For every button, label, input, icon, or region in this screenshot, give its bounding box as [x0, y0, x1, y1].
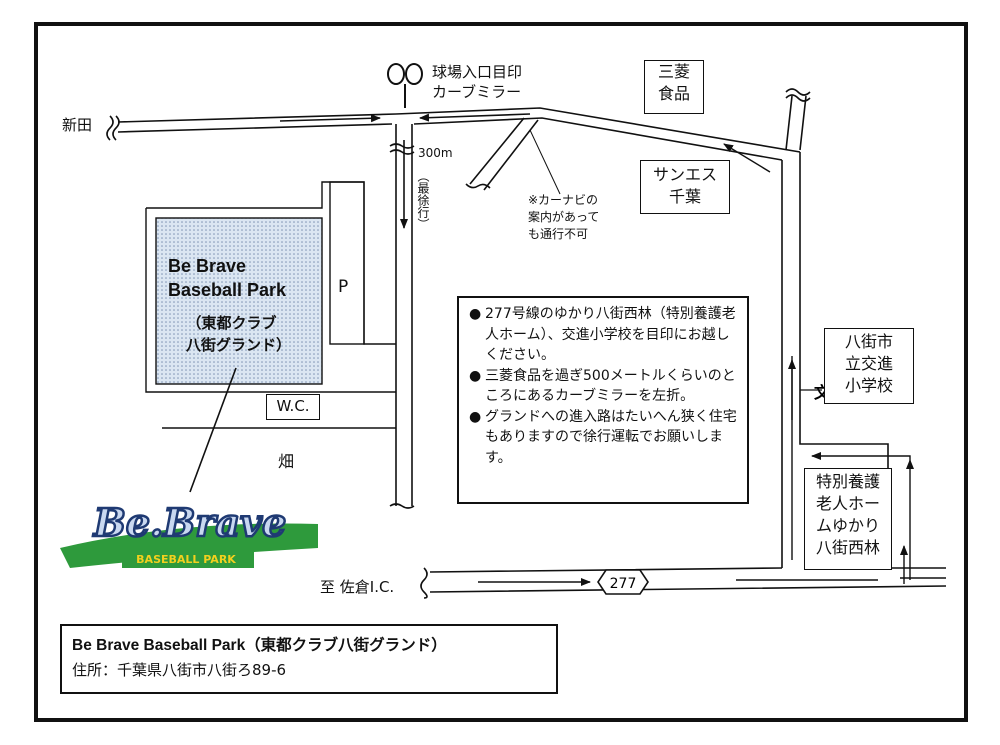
sanesu-line2: 千葉 [668, 187, 701, 206]
label-shinden: 新田 [62, 116, 93, 134]
park-subtitle: （東都クラブ 八街グランド） [172, 312, 291, 356]
school-line3: 小学校 [844, 376, 893, 395]
field-label: 畑 [278, 452, 295, 471]
nursing-line3: ムゆかり [815, 516, 880, 535]
arrow-nw [723, 143, 771, 173]
label-slow-drive: （最徐行） [416, 170, 430, 230]
note-text-2: 三菱食品を過ぎ500メートルくらいのところにあるカーブミラーを左折。 [485, 367, 736, 405]
note-pointer [529, 129, 561, 195]
nursing-line4: 八街西林 [815, 538, 880, 557]
curve-mirror-icon [387, 63, 423, 108]
svg-text:277: 277 [610, 576, 637, 592]
arrow-west [419, 113, 531, 122]
wc-label: W.C. [266, 394, 320, 420]
nursing-line2: 老人ホー [815, 494, 880, 513]
bullet-icon: ● [469, 408, 482, 425]
label-curve-mirror: 球場入口目印 カーブミラー [432, 62, 522, 102]
nursing-line1: 特別養護 [815, 472, 880, 491]
route-277-badge: 277 [597, 569, 649, 595]
arrow-west-2 [811, 452, 911, 460]
park-sub-line1: （東都クラブ [186, 314, 277, 332]
label-sanesu: サンエス 千葉 [640, 160, 730, 214]
be-brave-logo: BASEBALL PARK Be.Brave [60, 499, 318, 568]
logo-pointer [189, 367, 237, 493]
note-item: ●三菱食品を過ぎ500メートルくらいのところにあるカーブミラーを左折。 [469, 366, 739, 407]
navi-note-line2: 案内があって [528, 210, 600, 224]
mitsubishi-line1: 三菱 [657, 62, 690, 81]
address-box: Be Brave Baseball Park（東都クラブ八街グランド） 住所：千… [60, 624, 558, 694]
note-text-3: グランドへの進入路はたいへん狭く住宅もありますので徐行運転でお願いします。 [485, 408, 737, 466]
navi-note-line3: も通行不可 [528, 227, 589, 241]
note-item: ●277号線のゆかり八街西林（特別養護老人ホーム）、交進小学校を目印にお越しくだ… [469, 304, 739, 366]
map-frame [34, 22, 968, 722]
road-no-entry [465, 117, 539, 191]
address-name: Be Brave Baseball Park（東都クラブ八街グランド） [72, 637, 447, 654]
navi-note-line1: ※カーナビの [528, 193, 599, 207]
park-name-line1: Be Brave [168, 256, 247, 276]
svg-text:Be.Brave: Be.Brave [93, 500, 287, 545]
road-to-park [389, 124, 415, 509]
bullet-icon: ● [469, 367, 482, 384]
label-mitsubishi: 三菱 食品 [644, 60, 704, 114]
road-right-north [781, 88, 889, 568]
address-line: 住所：千葉県八街市八街ろ89-6 [72, 661, 287, 679]
park-name-line2: Baseball Park [168, 280, 287, 300]
label-nursing-home: 特別養護 老人ホー ムゆかり 八街西林 [804, 468, 892, 570]
svg-text:BASEBALL PARK: BASEBALL PARK [136, 553, 236, 566]
mitsubishi-line2: 食品 [657, 84, 690, 103]
curve-mirror-line2: カーブミラー [432, 83, 522, 101]
park-grounds [145, 181, 396, 429]
note-text-1: 277号線のゆかり八街西林（特別養護老人ホーム）、交進小学校を目印にお越しくださ… [485, 306, 736, 363]
sanesu-line1: サンエス [652, 165, 717, 184]
label-school: 八街市 立交進 小学校 [824, 328, 914, 404]
note-item: ●グランドへの進入路はたいへん狭く住宅もありますので徐行運転でお願いします。 [469, 407, 739, 469]
label-sakura-ic: 至 佐倉I.C. [320, 578, 395, 596]
road-277 [420, 567, 947, 599]
baseball-field [155, 217, 323, 385]
school-line2: 立交進 [844, 354, 893, 373]
label-navi-note: ※カーナビの 案内があって も通行不可 [528, 192, 599, 243]
school-line1: 八街市 [844, 332, 893, 351]
label-distance: 300m [418, 146, 453, 160]
directions-notes: ●277号線のゆかり八街西林（特別養護老人ホーム）、交進小学校を目印にお越しくだ… [457, 296, 749, 504]
bullet-icon: ● [469, 306, 482, 322]
curve-mirror-line1: 球場入口目印 [432, 63, 523, 81]
arrow-east [279, 114, 381, 123]
road-shinden [106, 107, 801, 161]
park-name: Be Brave Baseball Park [168, 254, 286, 302]
parking-label: P [338, 277, 349, 297]
park-sub-line2: 八街グランド） [186, 336, 292, 354]
